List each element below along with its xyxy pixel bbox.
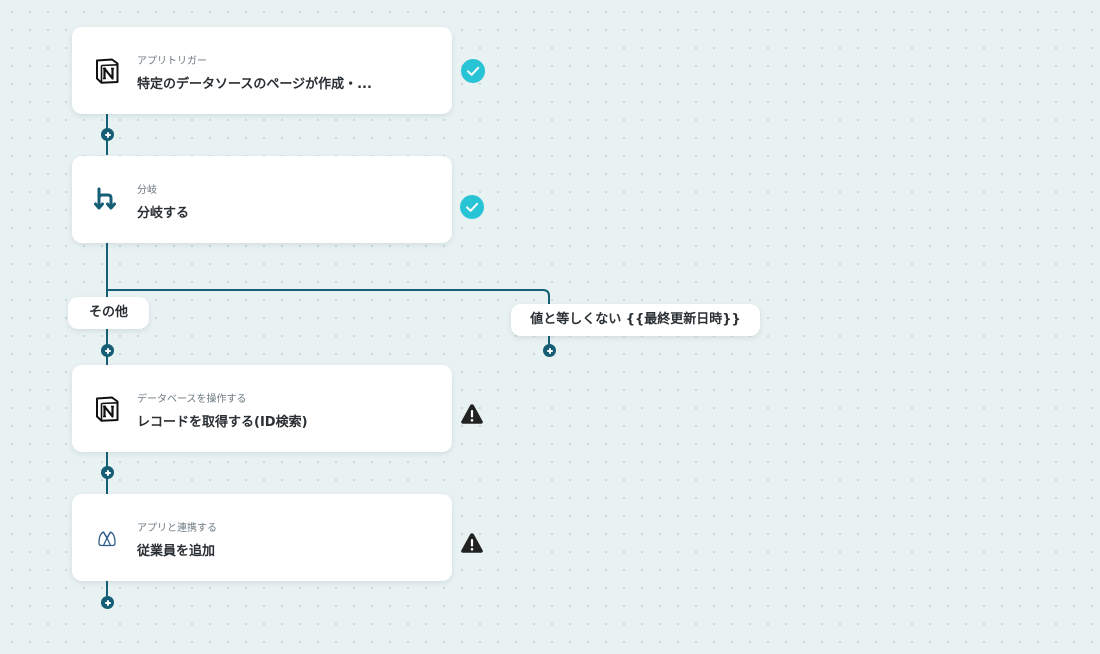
step-title: 特定のデータソースのページが作成・... xyxy=(137,77,372,92)
add-step-button[interactable] xyxy=(543,344,556,357)
step-subtitle: 分岐 xyxy=(137,185,157,196)
step-card-branch[interactable]: 分岐 分岐する xyxy=(72,156,452,243)
branch-label-other[interactable]: その他 xyxy=(68,297,149,329)
step-card-app-trigger[interactable]: アプリトリガー 特定のデータソースのページが作成・... xyxy=(72,27,452,114)
step-title: レコードを取得する(ID検索) xyxy=(137,415,308,430)
branch-icon xyxy=(94,187,116,210)
success-check-icon xyxy=(461,59,485,83)
branch-label-condition[interactable]: 値と等しくない {{最終更新日時}} xyxy=(511,304,760,336)
add-step-button[interactable] xyxy=(101,596,114,609)
add-step-button[interactable] xyxy=(101,466,114,479)
step-subtitle: データベースを操作する xyxy=(137,394,247,405)
step-title: 従業員を追加 xyxy=(137,544,216,559)
add-step-button[interactable] xyxy=(101,128,114,141)
integration-icon xyxy=(98,531,116,547)
notion-icon xyxy=(96,396,119,422)
success-check-icon xyxy=(460,195,484,219)
step-title: 分岐する xyxy=(137,206,190,221)
warning-icon xyxy=(461,404,483,424)
step-subtitle: アプリと連携する xyxy=(137,523,217,534)
step-subtitle: アプリトリガー xyxy=(137,56,207,67)
notion-icon xyxy=(96,58,119,84)
warning-icon xyxy=(461,533,483,553)
add-step-button[interactable] xyxy=(101,344,114,357)
step-card-database-operation[interactable]: データベースを操作する レコードを取得する(ID検索) xyxy=(72,365,452,452)
step-card-app-integration[interactable]: アプリと連携する 従業員を追加 xyxy=(72,494,452,581)
